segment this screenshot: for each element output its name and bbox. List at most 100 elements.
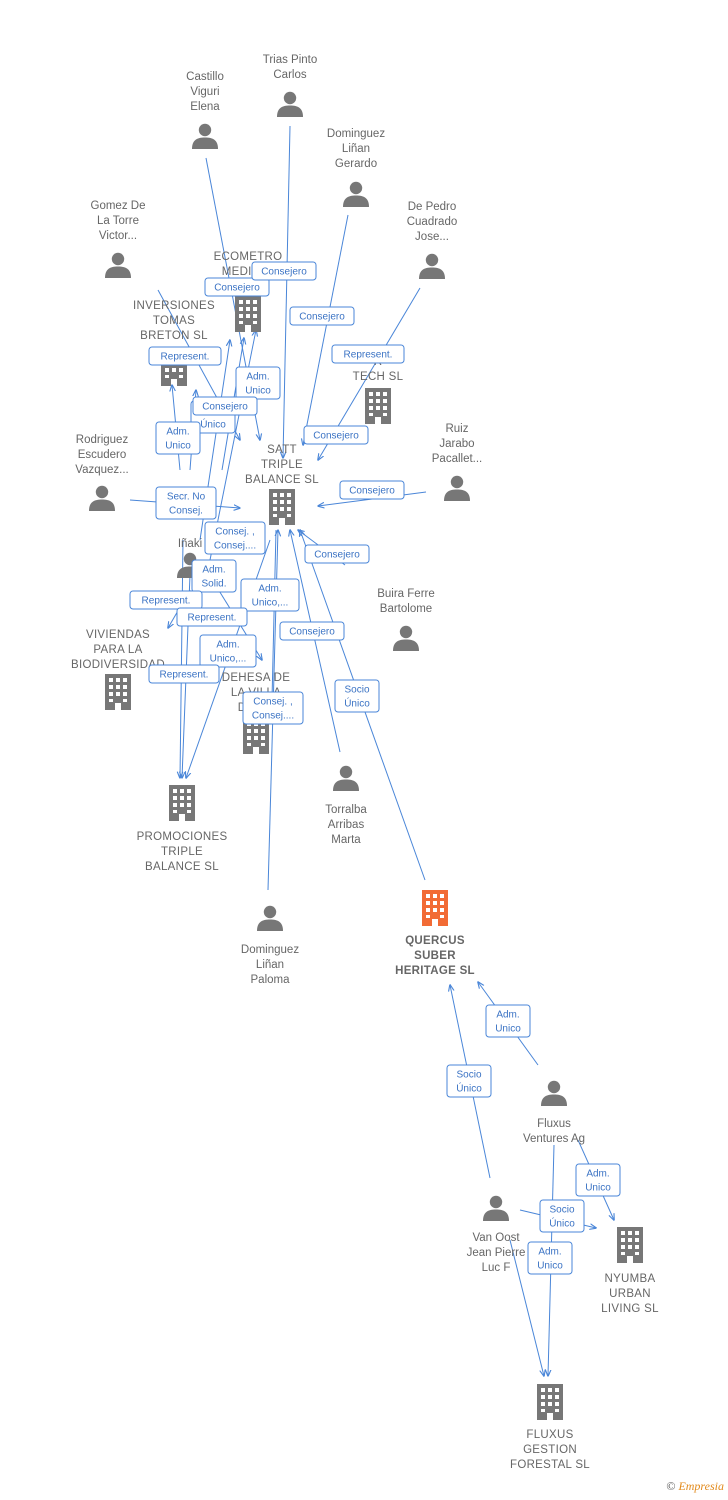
relation-tag[interactable]: Adm.Unico,...: [240, 578, 300, 612]
relation-tag[interactable]: Adm.Solid.: [191, 559, 237, 593]
relation-tag-label: Adm.Unico: [165, 427, 191, 452]
relation-tag-label: Adm.Unico: [245, 372, 271, 397]
relation-tag-box: [446, 1064, 492, 1098]
relation-tag[interactable]: Adm.Unico: [485, 1004, 531, 1038]
relation-tag-label: Adm.Solid.: [201, 565, 226, 590]
relation-tag[interactable]: Consejero: [303, 425, 369, 445]
person-icon: [343, 181, 369, 207]
relation-tag-box: [148, 664, 220, 684]
relation-tag-label: Represent.: [160, 670, 209, 681]
person-icon: [105, 252, 131, 278]
relation-tag[interactable]: Represent.: [129, 590, 203, 610]
person-icon: [393, 625, 419, 651]
relation-tag[interactable]: Consejero: [204, 277, 270, 297]
relation-edge: [303, 214, 349, 445]
relation-tag-box: [527, 1241, 573, 1275]
relation-tag[interactable]: Adm.Unico,...: [199, 634, 257, 668]
person-label[interactable]: Iñaki: [178, 538, 202, 550]
relation-tag[interactable]: Represent.: [148, 346, 222, 366]
relation-tag-label: Represent.: [161, 352, 210, 363]
relation-tag-box: [204, 521, 266, 555]
person-icon: [419, 253, 445, 279]
company-node-tech[interactable]: RTECH SL: [353, 356, 404, 424]
relation-tag-box: [334, 679, 380, 713]
brand-logo: Empresia: [678, 1479, 724, 1493]
relation-tag[interactable]: Represent.: [176, 607, 248, 627]
relation-tag[interactable]: Consejero: [304, 544, 370, 564]
person-icon: [192, 123, 218, 149]
relation-tag-box: [303, 425, 369, 445]
relation-tag[interactable]: Represent.: [331, 344, 405, 364]
building-icon: [169, 785, 195, 821]
relation-tag[interactable]: Consejero: [251, 261, 317, 281]
relation-tag[interactable]: Consejero: [339, 480, 405, 500]
relation-tag[interactable]: Consejero: [279, 621, 345, 641]
relation-tag[interactable]: Consej. ,Consej....: [242, 691, 304, 725]
relation-tags: ConsejeroConsejeroConsejeroRepresent.Rep…: [129, 261, 621, 1275]
relation-tag[interactable]: Adm.Unico: [235, 366, 281, 400]
relation-tag-label: Adm.Unico: [537, 1247, 563, 1272]
relation-tag[interactable]: Represent.: [148, 664, 220, 684]
relation-tag[interactable]: Adm.Unico: [575, 1163, 621, 1197]
relation-edge: [509, 1239, 544, 1376]
relation-tag[interactable]: Consejero: [192, 396, 258, 416]
relation-tag-box: [129, 590, 203, 610]
relation-tag-box: [199, 634, 257, 668]
relation-tag[interactable]: Adm.Unico: [155, 421, 201, 455]
relation-edge: [290, 530, 341, 753]
relation-tag-label: Consejero: [261, 267, 307, 278]
building-icon: [365, 388, 391, 424]
relation-tag[interactable]: Adm.Unico: [527, 1241, 573, 1275]
person-node-inaki[interactable]: Iñaki: [177, 538, 203, 578]
relation-tag[interactable]: Consejero: [289, 306, 355, 326]
relation-tag-label: Adm.Unico,...: [252, 584, 289, 609]
relation-tag-box: [240, 578, 300, 612]
relation-tag[interactable]: Consej. ,Consej....: [204, 521, 266, 555]
